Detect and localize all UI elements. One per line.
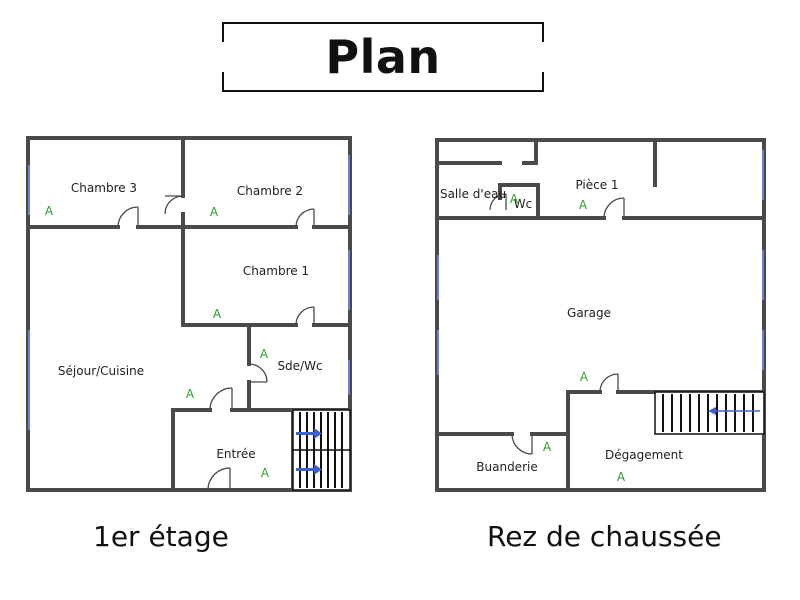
- page-title: Plan: [325, 30, 441, 84]
- room-label-wc: Wc: [514, 197, 532, 211]
- marker-a: A: [210, 205, 219, 219]
- room-label-garage: Garage: [567, 306, 611, 320]
- windows-first-floor: [28, 155, 350, 430]
- room-label-chambre-1: Chambre 1: [243, 264, 309, 278]
- windows-ground-floor: [437, 150, 764, 375]
- room-label-piece-1: Pièce 1: [575, 178, 618, 192]
- stairs-ground-floor: [654, 391, 765, 435]
- marker-a: A: [261, 466, 270, 480]
- plan-ground-floor: [435, 138, 766, 492]
- marker-a: A: [617, 470, 626, 484]
- stairs-first-floor: [292, 409, 351, 491]
- room-label-chambre-3: Chambre 3: [71, 181, 137, 195]
- marker-a: A: [45, 204, 54, 218]
- plan-first-floor: [26, 136, 352, 492]
- stair-arrow-icon: [708, 407, 716, 415]
- marker-a: A: [510, 192, 519, 206]
- marker-a: A: [213, 307, 222, 321]
- room-label-buanderie: Buanderie: [476, 460, 537, 474]
- caption-first-floor: 1er étage: [93, 520, 229, 553]
- marker-a: A: [579, 198, 588, 212]
- room-label-sejour: Séjour/Cuisine: [58, 364, 144, 378]
- outer-walls: [435, 138, 766, 492]
- stair-arrow-icon: [314, 428, 322, 439]
- doors-ground-floor: [489, 193, 625, 455]
- room-label-entree: Entrée: [216, 447, 255, 461]
- room-label-sde: Sde/Wc: [277, 359, 322, 373]
- marker-a: A: [580, 370, 589, 384]
- doors-first-floor: [117, 195, 315, 491]
- marker-a: A: [543, 440, 552, 454]
- room-label-salle-eau: Salle d'eau: [440, 187, 506, 201]
- stair-arrow-icon: [314, 464, 322, 475]
- room-label-chambre-2: Chambre 2: [237, 184, 303, 198]
- marker-a: A: [186, 387, 195, 401]
- marker-a: A: [260, 347, 269, 361]
- room-label-degagement: Dégagement: [605, 448, 683, 462]
- title-frame: [222, 22, 544, 92]
- outer-walls: [26, 136, 352, 492]
- caption-ground-floor: Rez de chaussée: [487, 520, 722, 553]
